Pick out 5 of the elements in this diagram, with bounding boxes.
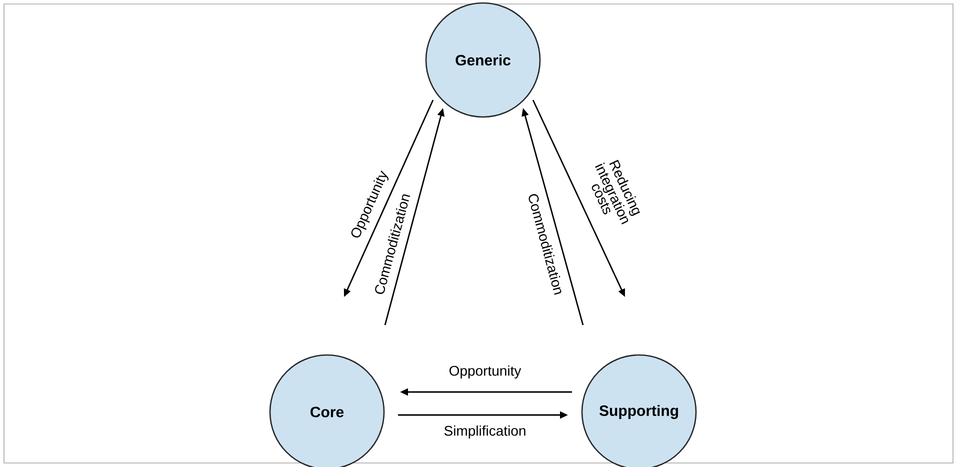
circle-node: Supporting	[581, 354, 697, 467]
circle-node: Core	[269, 354, 385, 467]
circle-node: Generic	[425, 2, 541, 118]
edge-label: Simplification	[444, 425, 526, 439]
edge-label: Opportunity	[449, 365, 522, 379]
